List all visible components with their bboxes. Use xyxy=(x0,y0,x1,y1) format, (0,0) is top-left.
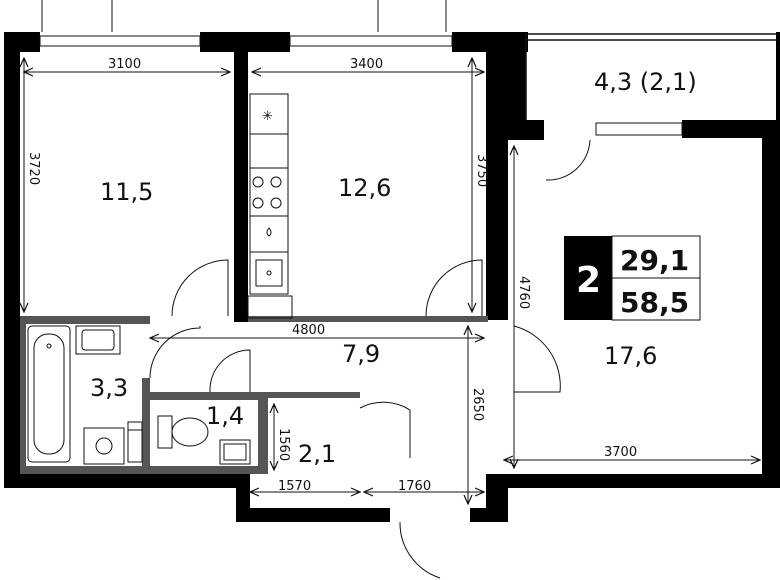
dim-hall-width: 4800 xyxy=(292,323,325,338)
dim-bottom-right: 1760 xyxy=(398,479,431,494)
dim-kitchen-height: 3750 xyxy=(474,154,489,187)
area-bathroom: 3,3 xyxy=(90,374,128,402)
kitchen-fixtures xyxy=(247,93,293,319)
dim-living-height: 4760 xyxy=(516,276,531,309)
balcony-outline xyxy=(525,33,778,120)
area-toilet: 1,4 xyxy=(206,402,244,430)
outer-walls xyxy=(4,32,780,522)
window-top-lines xyxy=(41,0,447,32)
windows xyxy=(39,35,683,136)
dim-corridor-height: 2650 xyxy=(470,388,485,421)
dimension-lines xyxy=(24,58,760,504)
area-badge: 2 29,1 58,5 xyxy=(564,235,701,321)
area-balcony: 4,3 (2,1) xyxy=(594,68,697,96)
badge-living-area: 29,1 xyxy=(620,244,689,277)
dim-bottom-left: 1570 xyxy=(278,479,311,494)
bathroom-fixtures xyxy=(27,325,251,465)
fridge-icon: ✳ xyxy=(262,109,273,124)
badge-total-area: 58,5 xyxy=(620,286,689,319)
dim-kitchen-width: 3400 xyxy=(350,57,383,72)
dim-wardrobe-height: 1560 xyxy=(276,428,291,461)
badge-rooms: 2 xyxy=(576,260,601,301)
area-living: 17,6 xyxy=(604,342,657,370)
area-hall: 7,9 xyxy=(342,340,380,368)
area-kitchen: 12,6 xyxy=(338,174,391,202)
inner-walls xyxy=(20,316,488,474)
dim-bedroom-width: 3100 xyxy=(108,57,141,72)
area-wardrobe: 2,1 xyxy=(298,440,336,468)
dim-living-width: 3700 xyxy=(604,445,637,460)
area-bedroom-left: 11,5 xyxy=(100,178,153,206)
dim-bedroom-height: 3720 xyxy=(26,152,41,185)
